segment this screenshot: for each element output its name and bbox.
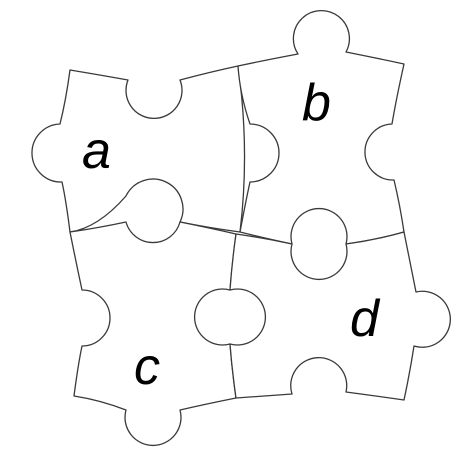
piece-d-label: d (350, 290, 381, 348)
piece-c-outline (70, 222, 236, 445)
piece-d: d (230, 232, 450, 400)
piece-b-label: b (302, 74, 331, 132)
piece-a: a (32, 66, 245, 232)
piece-c-label: c (134, 338, 160, 396)
piece-a-label: a (82, 122, 111, 180)
piece-a-outline (32, 66, 245, 232)
piece-c: c (70, 222, 236, 445)
piece-d-outline (230, 232, 450, 400)
piece-b: b (238, 11, 404, 244)
